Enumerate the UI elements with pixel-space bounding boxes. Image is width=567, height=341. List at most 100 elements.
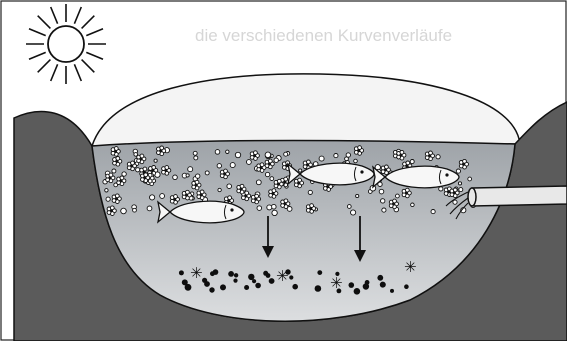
sediment-particle (179, 270, 184, 275)
sediment-particle (244, 285, 249, 290)
nutrient-particle (270, 177, 274, 181)
nutrient-particle (230, 163, 235, 168)
sediment-star: ✳ (276, 267, 289, 285)
sun-ray (38, 60, 51, 73)
sediment-particle (377, 275, 383, 281)
sediment-particle (380, 282, 386, 288)
nutrient-particle (226, 150, 229, 153)
nutrient-particle (284, 152, 288, 156)
nutrient-particle (227, 184, 232, 189)
nutrient-particle (188, 167, 193, 172)
nutrient-particle (105, 189, 108, 192)
nutrient-particle (345, 157, 349, 161)
nutrient-particle (439, 187, 443, 191)
nutrient-particle (257, 206, 262, 211)
sediment-particle (263, 271, 268, 276)
nutrient-particle (160, 194, 165, 199)
sediment-particle (404, 284, 409, 289)
nutrient-particle (308, 190, 312, 194)
sediment-star: ✳ (330, 274, 343, 292)
nutrient-particle (272, 210, 277, 215)
sediment-particle (228, 271, 234, 277)
sun-ray (29, 29, 46, 36)
nutrient-particle (247, 160, 252, 165)
sediment-particle (363, 283, 369, 289)
sediment-star: ✳ (404, 258, 417, 276)
nutrient-particle (411, 203, 415, 207)
nutrient-particle (196, 174, 200, 178)
nutrient-particle (265, 152, 271, 158)
nutrient-particle (356, 194, 359, 197)
nutrient-particle (112, 169, 116, 173)
nutrient-particle (410, 160, 414, 164)
sediment-particle (317, 270, 322, 275)
nutrient-particle (205, 171, 209, 175)
sediment-particle (315, 285, 322, 292)
nutrient-particle (256, 180, 261, 185)
nutrient-particle (186, 174, 189, 177)
nutrient-particle (154, 159, 157, 162)
sediment-particle (349, 282, 355, 288)
nutrient-particle (299, 169, 302, 172)
sun-ray (38, 16, 51, 29)
nutrient-particle (381, 199, 385, 203)
nutrient-particle (150, 195, 155, 200)
nutrient-particle (173, 175, 178, 180)
nutrient-particle (319, 156, 324, 161)
nutrient-particle (431, 210, 435, 214)
nutrient-particle (106, 197, 110, 201)
sediment-particle (289, 275, 293, 279)
sun-ray (82, 16, 95, 29)
sediment-particle (204, 281, 210, 287)
sediment-particle (292, 284, 298, 290)
sediment-particle (354, 288, 361, 295)
nutrient-particle (272, 204, 277, 209)
nutrient-particle (193, 151, 197, 155)
nutrient-particle (396, 194, 400, 198)
nutrient-particle (468, 177, 472, 181)
sediment-particle (252, 279, 256, 283)
nutrient-particle (235, 152, 240, 157)
sediment-particle (390, 289, 394, 293)
nutrient-particle (334, 154, 338, 158)
sky-dome (92, 74, 520, 146)
sun-ray (74, 7, 81, 24)
sun-ray (74, 64, 81, 81)
sediment-particle (185, 284, 192, 291)
nutrient-particle (265, 172, 269, 176)
nutrient-particle (218, 188, 221, 191)
nutrient-particle (133, 208, 137, 212)
nutrient-particle (459, 188, 463, 192)
sediment-particle (255, 283, 261, 289)
sediment-particle (269, 278, 275, 284)
nutrient-particle (351, 210, 356, 215)
nutrient-particle (215, 150, 220, 155)
nutrient-particle (194, 156, 198, 160)
nutrient-particle (458, 182, 461, 185)
sun-ray (86, 29, 103, 36)
sun-ray (51, 64, 58, 81)
nutrient-particle (147, 206, 152, 211)
nutrient-particle (267, 205, 272, 210)
sediment-particle (234, 273, 238, 277)
nutrient-particle (379, 189, 384, 194)
sun-ray (86, 52, 103, 59)
nutrient-particle (121, 208, 127, 214)
sun-ray (29, 52, 46, 59)
nutrient-particle (436, 155, 440, 159)
nutrient-particle (217, 164, 221, 168)
sediment-particle (213, 269, 219, 275)
sediment-particle (248, 274, 254, 280)
nutrient-particle (136, 168, 140, 172)
nutrient-particle (122, 172, 126, 176)
sediment-particle (220, 284, 226, 290)
sun-ray (51, 7, 58, 24)
sediment-particle (209, 287, 214, 292)
sediment-particle (233, 279, 237, 283)
nutrient-particle (456, 169, 460, 173)
nutrient-particle (354, 159, 358, 163)
nutrient-particle (382, 208, 386, 212)
sun-ray (82, 60, 95, 73)
sediment-star: ✳ (190, 264, 203, 282)
